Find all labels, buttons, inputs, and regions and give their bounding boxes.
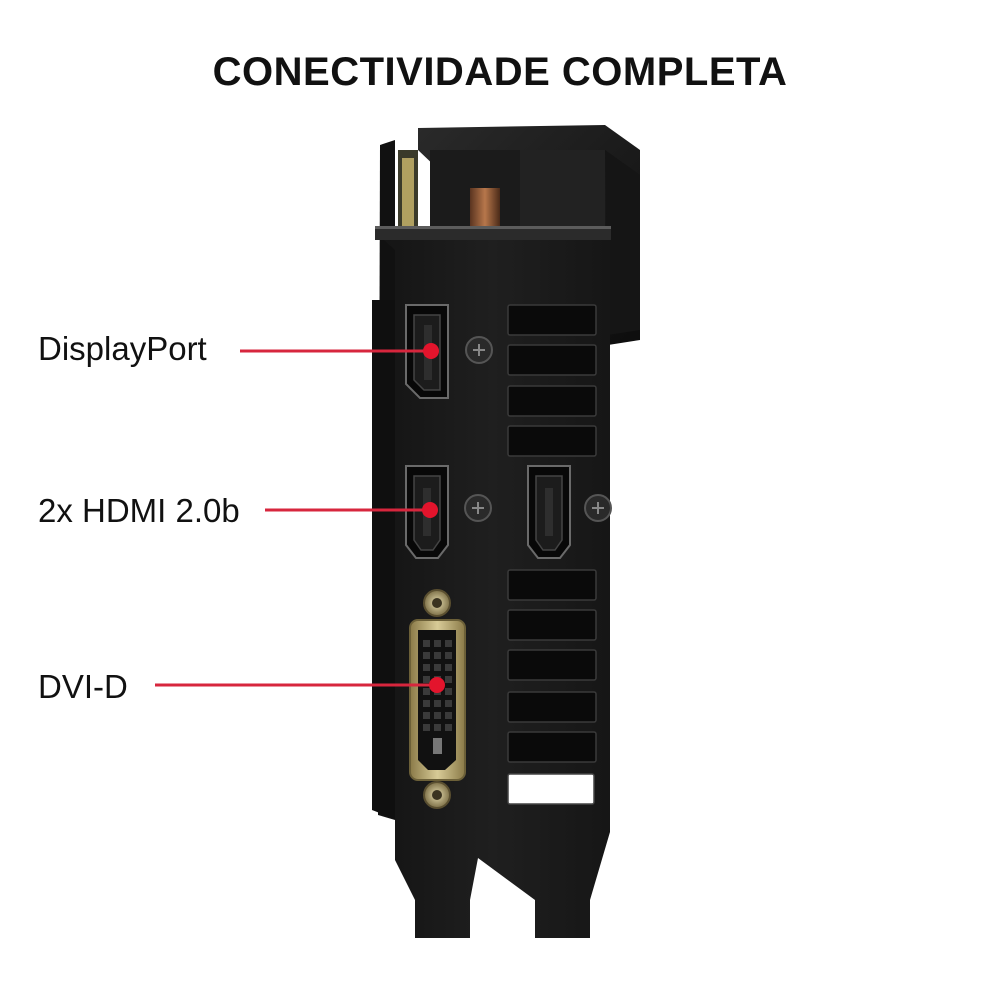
screw-icon: [465, 336, 493, 364]
callout-dvi-d: [155, 677, 445, 693]
displayport-label: DisplayPort: [38, 330, 207, 367]
dvi-d-label: DVI-D: [38, 668, 128, 705]
bracket-vents: [507, 304, 597, 805]
card-pcb-edge: [372, 140, 418, 820]
hdmi-label: 2x HDMI 2.0b: [38, 492, 240, 529]
callout-displayport: [240, 343, 439, 359]
callout-hdmi: [265, 502, 438, 518]
cooler-shroud: [418, 125, 640, 345]
page-title: CONECTIVIDADE COMPLETA: [212, 50, 788, 94]
screw-icon: [464, 494, 492, 522]
hdmi-port-icon: [527, 465, 571, 559]
screw-icon: [584, 494, 612, 522]
dvi-d-port-icon: [409, 589, 466, 809]
